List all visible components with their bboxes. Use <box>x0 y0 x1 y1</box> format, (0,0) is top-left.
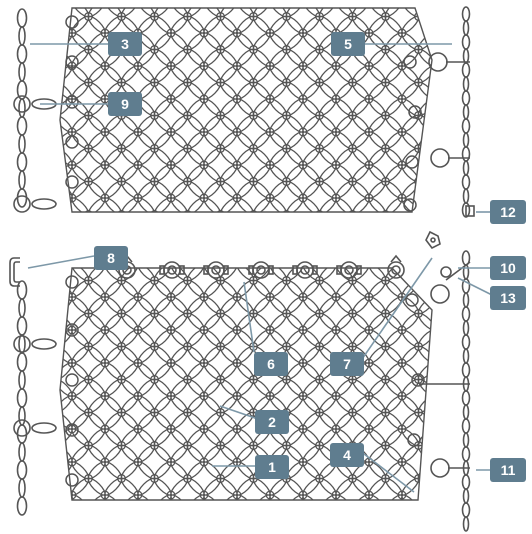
callout-4: 4 <box>330 443 364 467</box>
upper-chain-mesh <box>59 7 433 213</box>
right-side-chain-upper <box>428 6 475 218</box>
callout-9-label: 9 <box>121 96 129 112</box>
callout-11: 11 <box>490 458 526 482</box>
callout-13-label: 13 <box>500 290 516 306</box>
callout-3: 3 <box>108 32 142 56</box>
callout-2: 2 <box>255 410 289 434</box>
callout-12: 12 <box>490 200 526 224</box>
callout-3-label: 3 <box>121 36 129 52</box>
callout-10: 10 <box>490 256 526 280</box>
callout-7-label: 7 <box>343 356 351 372</box>
callout-8-label: 8 <box>107 250 115 266</box>
callout-8: 8 <box>94 246 128 270</box>
left-side-chain-lower <box>13 280 57 516</box>
callout-7: 7 <box>330 352 364 376</box>
callout-13: 13 <box>490 286 526 310</box>
callout-10-label: 10 <box>500 260 516 276</box>
callout-6-label: 6 <box>267 356 275 372</box>
callout-4-label: 4 <box>343 447 351 463</box>
callout-1-label: 1 <box>268 459 276 475</box>
right-side-chain-lower <box>420 250 471 532</box>
callout-12-label: 12 <box>500 204 516 220</box>
callout-5: 5 <box>331 32 365 56</box>
callout-11-label: 11 <box>501 462 516 478</box>
callout-leader-lines <box>27 43 499 493</box>
left-side-chain-upper <box>13 8 57 213</box>
callout-6: 6 <box>254 352 288 376</box>
callout-5-label: 5 <box>344 36 352 52</box>
callout-9: 9 <box>108 92 142 116</box>
callout-1: 1 <box>255 455 289 479</box>
loose-parts-row <box>9 230 441 287</box>
callout-2-label: 2 <box>268 414 276 430</box>
